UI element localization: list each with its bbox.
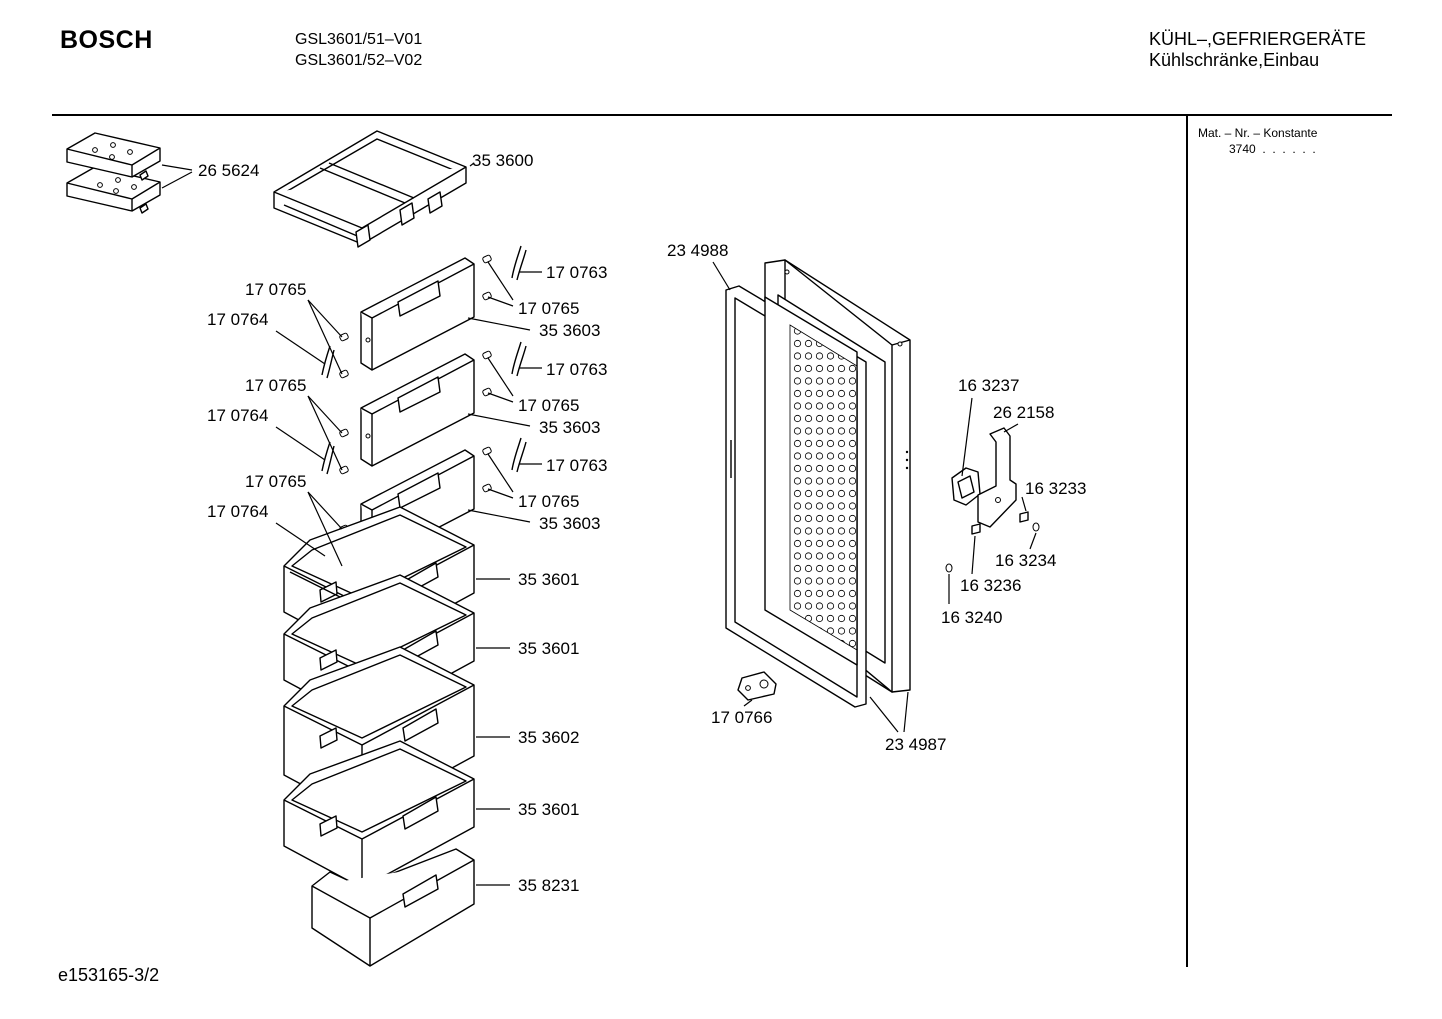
label-top-tray: 35 3600 [472, 151, 533, 170]
label-clip-l2: 17 0764 [207, 406, 268, 425]
label-flap-2: 35 3603 [539, 418, 600, 437]
label-hinge-bracket: 26 2158 [993, 403, 1054, 422]
label-clip-r3: 17 0763 [546, 456, 607, 475]
label-screw: 16 3233 [1025, 479, 1086, 498]
label-clip-l1: 17 0764 [207, 310, 268, 329]
sidebar-heading: Mat. – Nr. – Konstante [1198, 126, 1318, 140]
label-pin-r1: 17 0765 [518, 299, 579, 318]
drawing-id: e153165-3/2 [58, 965, 160, 985]
label-drawer-3: 35 3602 [518, 728, 579, 747]
label-door: 23 4987 [885, 735, 946, 754]
label-clip-l3: 17 0764 [207, 502, 268, 521]
ice-pack-drawing [66, 132, 161, 214]
model-number-1: GSL3601/51–V01 [295, 31, 423, 48]
label-washer: 16 3234 [995, 551, 1056, 570]
label-drawer-2: 35 3601 [518, 639, 579, 658]
label-flap-1: 35 3603 [539, 321, 600, 340]
lower-hinge-drawing [737, 671, 777, 701]
label-drawer-4: 35 3601 [518, 800, 579, 819]
label-pin-l2: 17 0765 [245, 376, 306, 395]
label-flap-3: 35 3603 [539, 514, 600, 533]
brand-logo: BOSCH [60, 26, 153, 54]
label-clip-r1: 17 0763 [546, 263, 607, 282]
category-title: KÜHL–,GEFRIERGERÄTE [1149, 29, 1367, 49]
label-pin-r2: 17 0765 [518, 396, 579, 415]
label-lower-hinge: 17 0766 [711, 708, 772, 727]
door-drawing [725, 259, 911, 708]
label-hinge-cover: 16 3237 [958, 376, 1019, 395]
part-labels: 26 5624 35 3600 17 0763 17 0765 35 3603 … [198, 151, 1086, 895]
model-number-2: GSL3601/52–V02 [295, 52, 423, 69]
label-door-seal: 23 4988 [667, 241, 728, 260]
sidebar-value: 3740 . . . . . . [1229, 142, 1316, 156]
sidebar-divider [1186, 116, 1188, 967]
label-ice-pack: 26 5624 [198, 161, 259, 180]
drawer-drawings [283, 506, 475, 967]
clip-pin-drawings [321, 245, 527, 571]
upper-hinge-drawing [945, 427, 1040, 573]
label-pin-r3: 17 0765 [518, 492, 579, 511]
label-pin-l1: 17 0765 [245, 280, 306, 299]
label-drawer-5: 35 8231 [518, 876, 579, 895]
top-tray-drawing [273, 130, 467, 248]
label-cap: 16 3240 [941, 608, 1002, 627]
exploded-parts-diagram: 26 5624 35 3600 17 0763 17 0765 35 3603 … [66, 130, 1086, 967]
leader-lines [161, 162, 1037, 886]
label-pin-l3: 17 0765 [245, 472, 306, 491]
label-nut: 16 3236 [960, 576, 1021, 595]
header-divider [52, 114, 1392, 116]
label-clip-r2: 17 0763 [546, 360, 607, 379]
category-subtitle: Kühlschränke,Einbau [1149, 50, 1320, 70]
label-drawer-1: 35 3601 [518, 570, 579, 589]
